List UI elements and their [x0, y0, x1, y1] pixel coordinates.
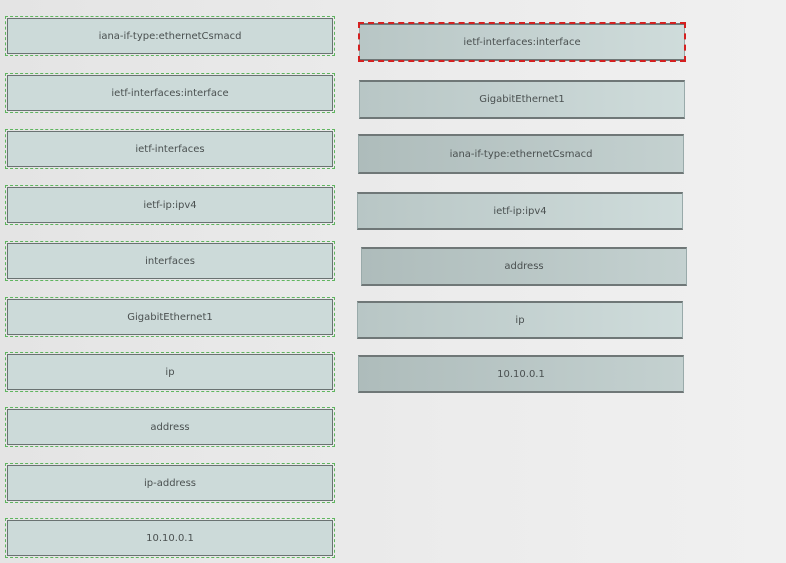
source-item[interactable]: GigabitEthernet1 [5, 297, 335, 337]
target-slot[interactable]: 10.10.0.1 [358, 355, 684, 393]
target-slot-selected[interactable]: ietf-interfaces:interface [358, 22, 686, 62]
source-item[interactable]: 10.10.0.1 [5, 518, 335, 558]
source-item[interactable]: interfaces [5, 241, 335, 281]
source-item[interactable]: address [5, 407, 335, 447]
target-slot[interactable]: ietf-ip:ipv4 [357, 192, 683, 230]
source-item[interactable]: ip-address [5, 463, 335, 503]
target-slot[interactable]: address [361, 247, 687, 286]
source-item[interactable]: ietf-interfaces:interface [5, 73, 335, 113]
target-slot[interactable]: iana-if-type:ethernetCsmacd [358, 134, 684, 174]
source-item[interactable]: iana-if-type:ethernetCsmacd [5, 16, 335, 56]
source-item[interactable]: ietf-ip:ipv4 [5, 185, 335, 225]
target-slot[interactable]: GigabitEthernet1 [359, 80, 685, 119]
source-item[interactable]: ietf-interfaces [5, 129, 335, 169]
source-item[interactable]: ip [5, 352, 335, 392]
target-slot[interactable]: ip [357, 301, 683, 339]
